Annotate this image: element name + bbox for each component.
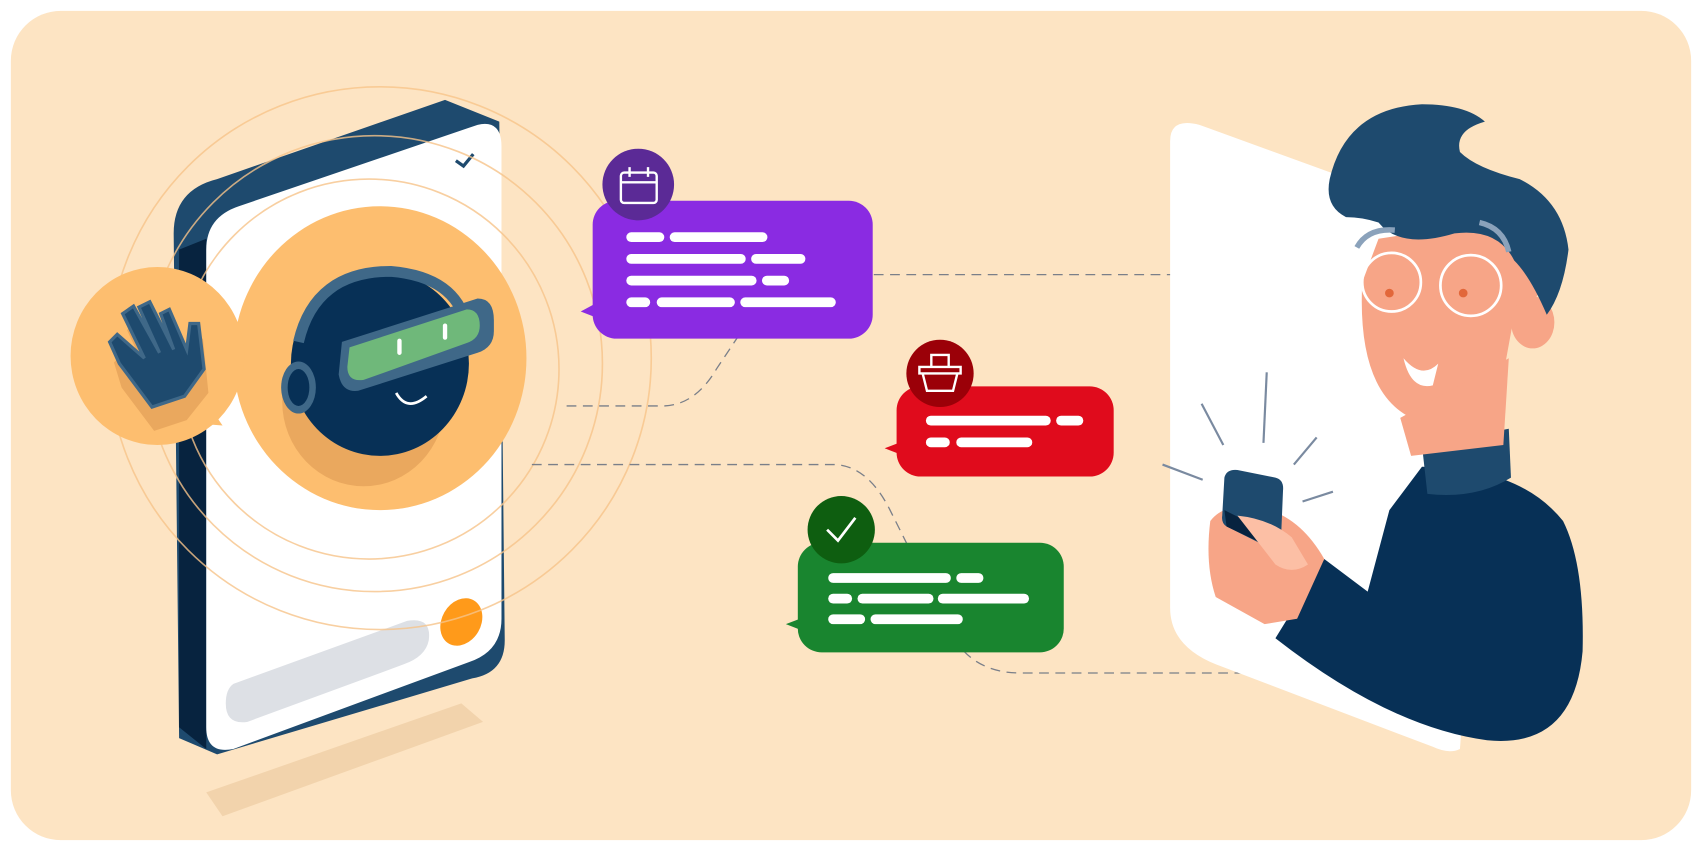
check-badge (807, 496, 875, 564)
basket-message (884, 339, 1114, 477)
phone-shadow (206, 703, 484, 817)
phone-send-button (440, 598, 483, 646)
waving-hand-icon (107, 299, 209, 431)
phone-signal-lines (1162, 372, 1334, 503)
calendar-icon (619, 167, 658, 205)
calendar-message (580, 148, 873, 339)
shopping-basket-icon (918, 353, 962, 392)
small-check-icon (454, 153, 475, 169)
bot-avatar (233, 206, 527, 511)
connector-lines (531, 273, 1303, 674)
checkmark-icon (826, 516, 857, 543)
phone-input-bar (225, 620, 430, 723)
person (1208, 104, 1583, 741)
calendar-badge (602, 148, 675, 221)
check-message (785, 496, 1064, 653)
wave-bubble (70, 267, 245, 446)
